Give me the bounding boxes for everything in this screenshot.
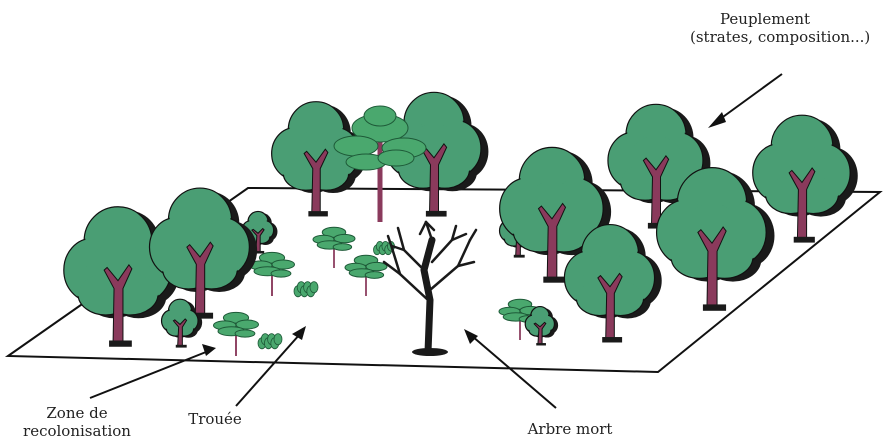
label-zone-line1: Zone de — [12, 404, 142, 422]
shrub — [258, 334, 282, 349]
label-zone-recolonisation: Zone de recolonisation — [12, 404, 142, 440]
label-peuplement-line1: Peuplement — [690, 10, 840, 28]
shrub — [294, 282, 318, 297]
arrow-peuplement — [708, 74, 782, 128]
label-peuplement: Peuplement (strates, composition...) — [690, 10, 840, 46]
label-arbre-mort: Arbre mort — [510, 420, 630, 438]
label-zone-line2: recolonisation — [12, 422, 142, 440]
label-trouee: Trouée — [170, 410, 260, 428]
label-peuplement-line2: (strates, composition...) — [690, 28, 840, 46]
